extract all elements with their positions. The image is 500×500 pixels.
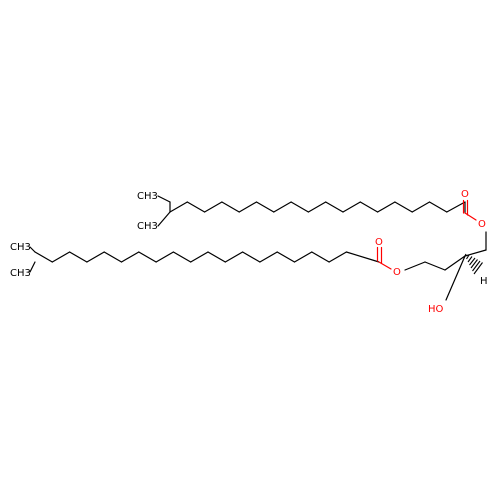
bottom-ester-o-bond <box>378 261 392 270</box>
bottom-methyl-bond-a <box>29 246 36 253</box>
top-methyl-bond-b <box>157 211 171 227</box>
top-carbonyl-oxygen-label: O <box>461 189 469 200</box>
ch-ch-bond <box>444 255 466 271</box>
top-chain-bond-4 <box>238 201 258 213</box>
top-chain-bond-0 <box>169 201 188 213</box>
bottom-chain-bond-1 <box>51 251 71 263</box>
top-chain-bond-11 <box>359 201 379 213</box>
top-chain-bond-7 <box>290 201 309 213</box>
bottom-chain-bond-3 <box>86 251 105 263</box>
top-chain-bond-6 <box>273 201 292 213</box>
bottom-o-ch2-bond <box>404 261 426 271</box>
bottom-chain-bond-14 <box>276 251 296 263</box>
bottom-chain-bond-11 <box>224 251 244 263</box>
stereo-hashed-wedge <box>464 253 483 275</box>
bottom-chain-bond-2 <box>68 251 88 263</box>
top-chain-bond-8 <box>307 201 327 213</box>
bottom-carbonyl-oxygen-label: O <box>375 237 383 248</box>
top-chain-bond-15 <box>428 201 448 213</box>
ch-oh-bond <box>445 255 466 301</box>
top-chain-bond-14 <box>411 201 431 213</box>
bottom-chain-bond-9 <box>190 251 209 263</box>
top-methyl-bond-a <box>157 195 171 203</box>
bottom-methyl-label-a: CH3 <box>10 242 31 253</box>
bottom-methyl-label-b: CH3 <box>10 268 31 279</box>
top-chain-bond-2 <box>204 201 223 213</box>
top-methyl-label-b: CH3 <box>137 221 158 232</box>
bottom-chain-bond-17 <box>328 251 347 263</box>
bottom-chain-bond-7 <box>155 251 174 263</box>
ch2-to-ch-bond <box>464 249 487 257</box>
top-ester-o-bond <box>464 212 477 221</box>
top-to-carbonyl-bond <box>446 201 466 213</box>
stereo-hydrogen-label: H <box>480 276 488 287</box>
bottom-chain-bond-8 <box>172 251 192 263</box>
top-chain-bond-13 <box>394 201 413 213</box>
bottom-ester-oxygen-label: O <box>393 267 401 278</box>
hydroxyl-label: HO <box>428 304 444 315</box>
bottom-chain-bond-15 <box>293 251 313 263</box>
bottom-chain-bond-0 <box>34 251 53 263</box>
top-methyl-label-a: CH3 <box>137 191 158 202</box>
bottom-chain-bond-16 <box>311 251 330 263</box>
bottom-methyl-bond-b <box>29 261 36 273</box>
top-chain-bond-5 <box>255 201 275 213</box>
bottom-chain-bond-5 <box>120 251 140 263</box>
bottom-chain-bond-6 <box>138 251 157 263</box>
top-ester-oxygen-label: O <box>478 219 486 230</box>
bottom-chain-bond-13 <box>259 251 278 263</box>
top-chain-bond-10 <box>342 201 361 213</box>
bond-lines <box>29 195 487 301</box>
ch2-ch-bond <box>424 261 446 271</box>
bottom-chain-bond-12 <box>242 251 261 263</box>
top-chain-bond-12 <box>377 201 396 213</box>
bottom-chain-bond-10 <box>207 251 226 263</box>
bottom-chain-bond-4 <box>103 251 123 263</box>
top-chain-bond-3 <box>221 201 240 213</box>
top-chain-bond-1 <box>186 201 206 213</box>
bottom-to-carbonyl-bond <box>345 251 380 263</box>
top-chain-bond-9 <box>325 201 344 213</box>
